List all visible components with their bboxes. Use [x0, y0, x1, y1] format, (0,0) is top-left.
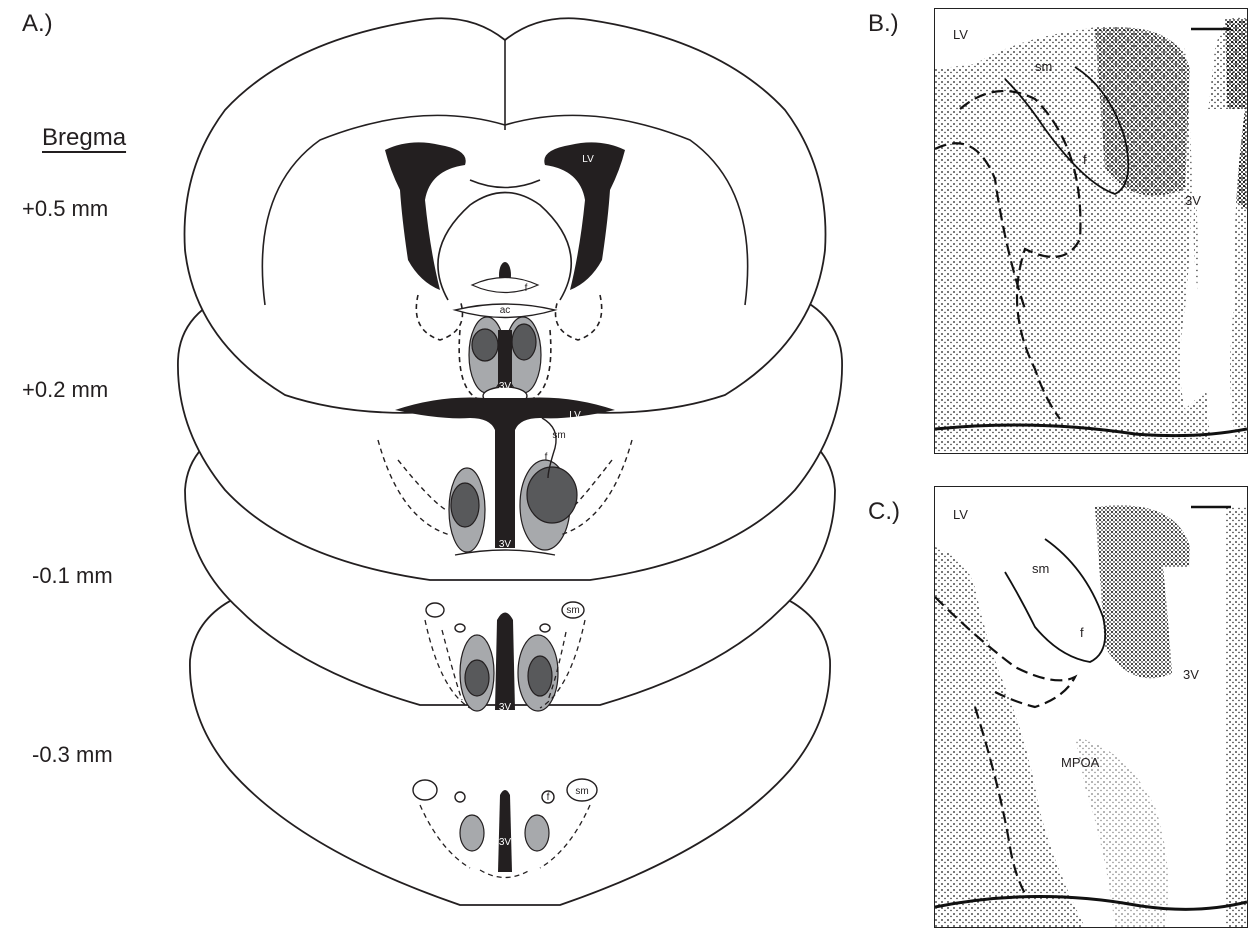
micro-b-label-3v: 3V: [1185, 193, 1201, 208]
label-ac: ac: [500, 305, 511, 316]
micro-c-label-f: f: [1080, 625, 1084, 640]
micro-b-label-sm: sm: [1035, 59, 1052, 74]
micro-c-label-mpoa: MPOA: [1061, 755, 1100, 770]
label-sm-3: sm: [566, 605, 579, 616]
third-ventricle-4: [498, 790, 512, 872]
label-3v-4: 3V: [499, 837, 512, 848]
label-sm-2: sm: [552, 430, 565, 441]
label-3v-2: 3V: [499, 539, 512, 550]
label-f-2: f: [545, 452, 548, 463]
label-sm-4: sm: [575, 786, 588, 797]
micro-c-label-sm: sm: [1032, 561, 1049, 576]
third-ventricle-3: [495, 613, 515, 711]
label-3v-1: 3V: [499, 381, 512, 392]
label-f-4: f: [547, 792, 550, 803]
micro-c-label-lv: LV: [953, 507, 968, 522]
micrograph-b: LV sm f 3V: [934, 8, 1248, 454]
label-lv-2: LV: [569, 410, 581, 421]
brain-sections-diagram: LV f ac 3V LV sm f 3V sm 3V f sm 3V: [0, 0, 860, 928]
label-lv-top: LV: [582, 154, 594, 165]
micrograph-c: LV sm f 3V MPOA: [934, 486, 1248, 928]
label-3v-3: 3V: [499, 702, 512, 713]
label-f-top: f: [525, 283, 528, 294]
micro-b-label-lv: LV: [953, 27, 968, 42]
micro-b-label-f: f: [1083, 152, 1087, 167]
micro-c-label-3v: 3V: [1183, 667, 1199, 682]
panel-b-label: B.): [868, 10, 899, 38]
panel-c-label: C.): [868, 498, 900, 526]
